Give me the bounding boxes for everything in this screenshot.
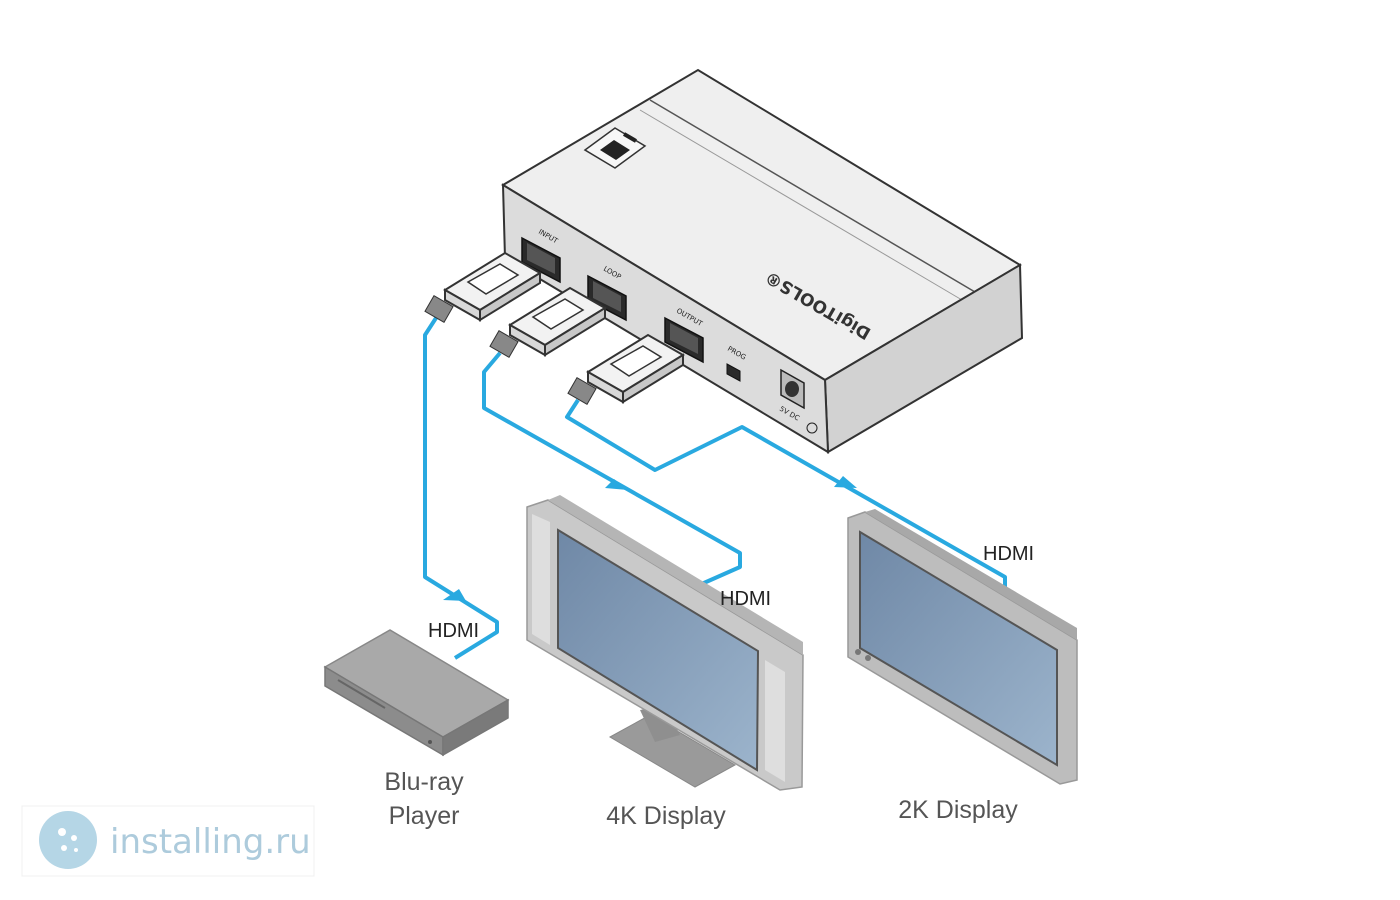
bluray-label-line1: Blu-ray [384,768,464,796]
display-4k-label: 4K Display [606,802,726,830]
bluray-label-line2: Player [389,802,460,830]
cable-arrows [443,476,857,601]
arrow-bluray [443,589,466,601]
cable-2k [565,398,1007,595]
kramer-logo [583,127,647,169]
watermark: installing.ru [21,805,315,877]
screen-2k [859,530,1058,767]
cable-4k [482,351,742,592]
hdmi-connector-loop [489,286,607,358]
bluray-player [323,629,510,757]
display-4k [526,495,804,791]
display-2k [847,509,1078,785]
cable-label-4k: HDMI [720,588,771,610]
arrow-2k [834,476,857,488]
cable-label-bluray: HDMI [428,620,479,642]
stand-4k [608,714,737,788]
cable-label-2k: HDMI [983,543,1034,565]
output-port[interactable]: OUTPUT [664,307,704,364]
screen-4k [557,528,760,772]
distribution-amplifier: INPUT LOOP OUTPUT PROG 5V DC DigiTOOLS® [501,68,1024,454]
hdmi-connector-output [567,333,685,405]
watermark-logo-icon [39,811,97,869]
arrow-4k [605,479,628,490]
watermark-text: installing.ru [110,822,311,862]
display-2k-label: 2K Display [898,796,1018,824]
hdmi-connector-input [424,251,542,323]
